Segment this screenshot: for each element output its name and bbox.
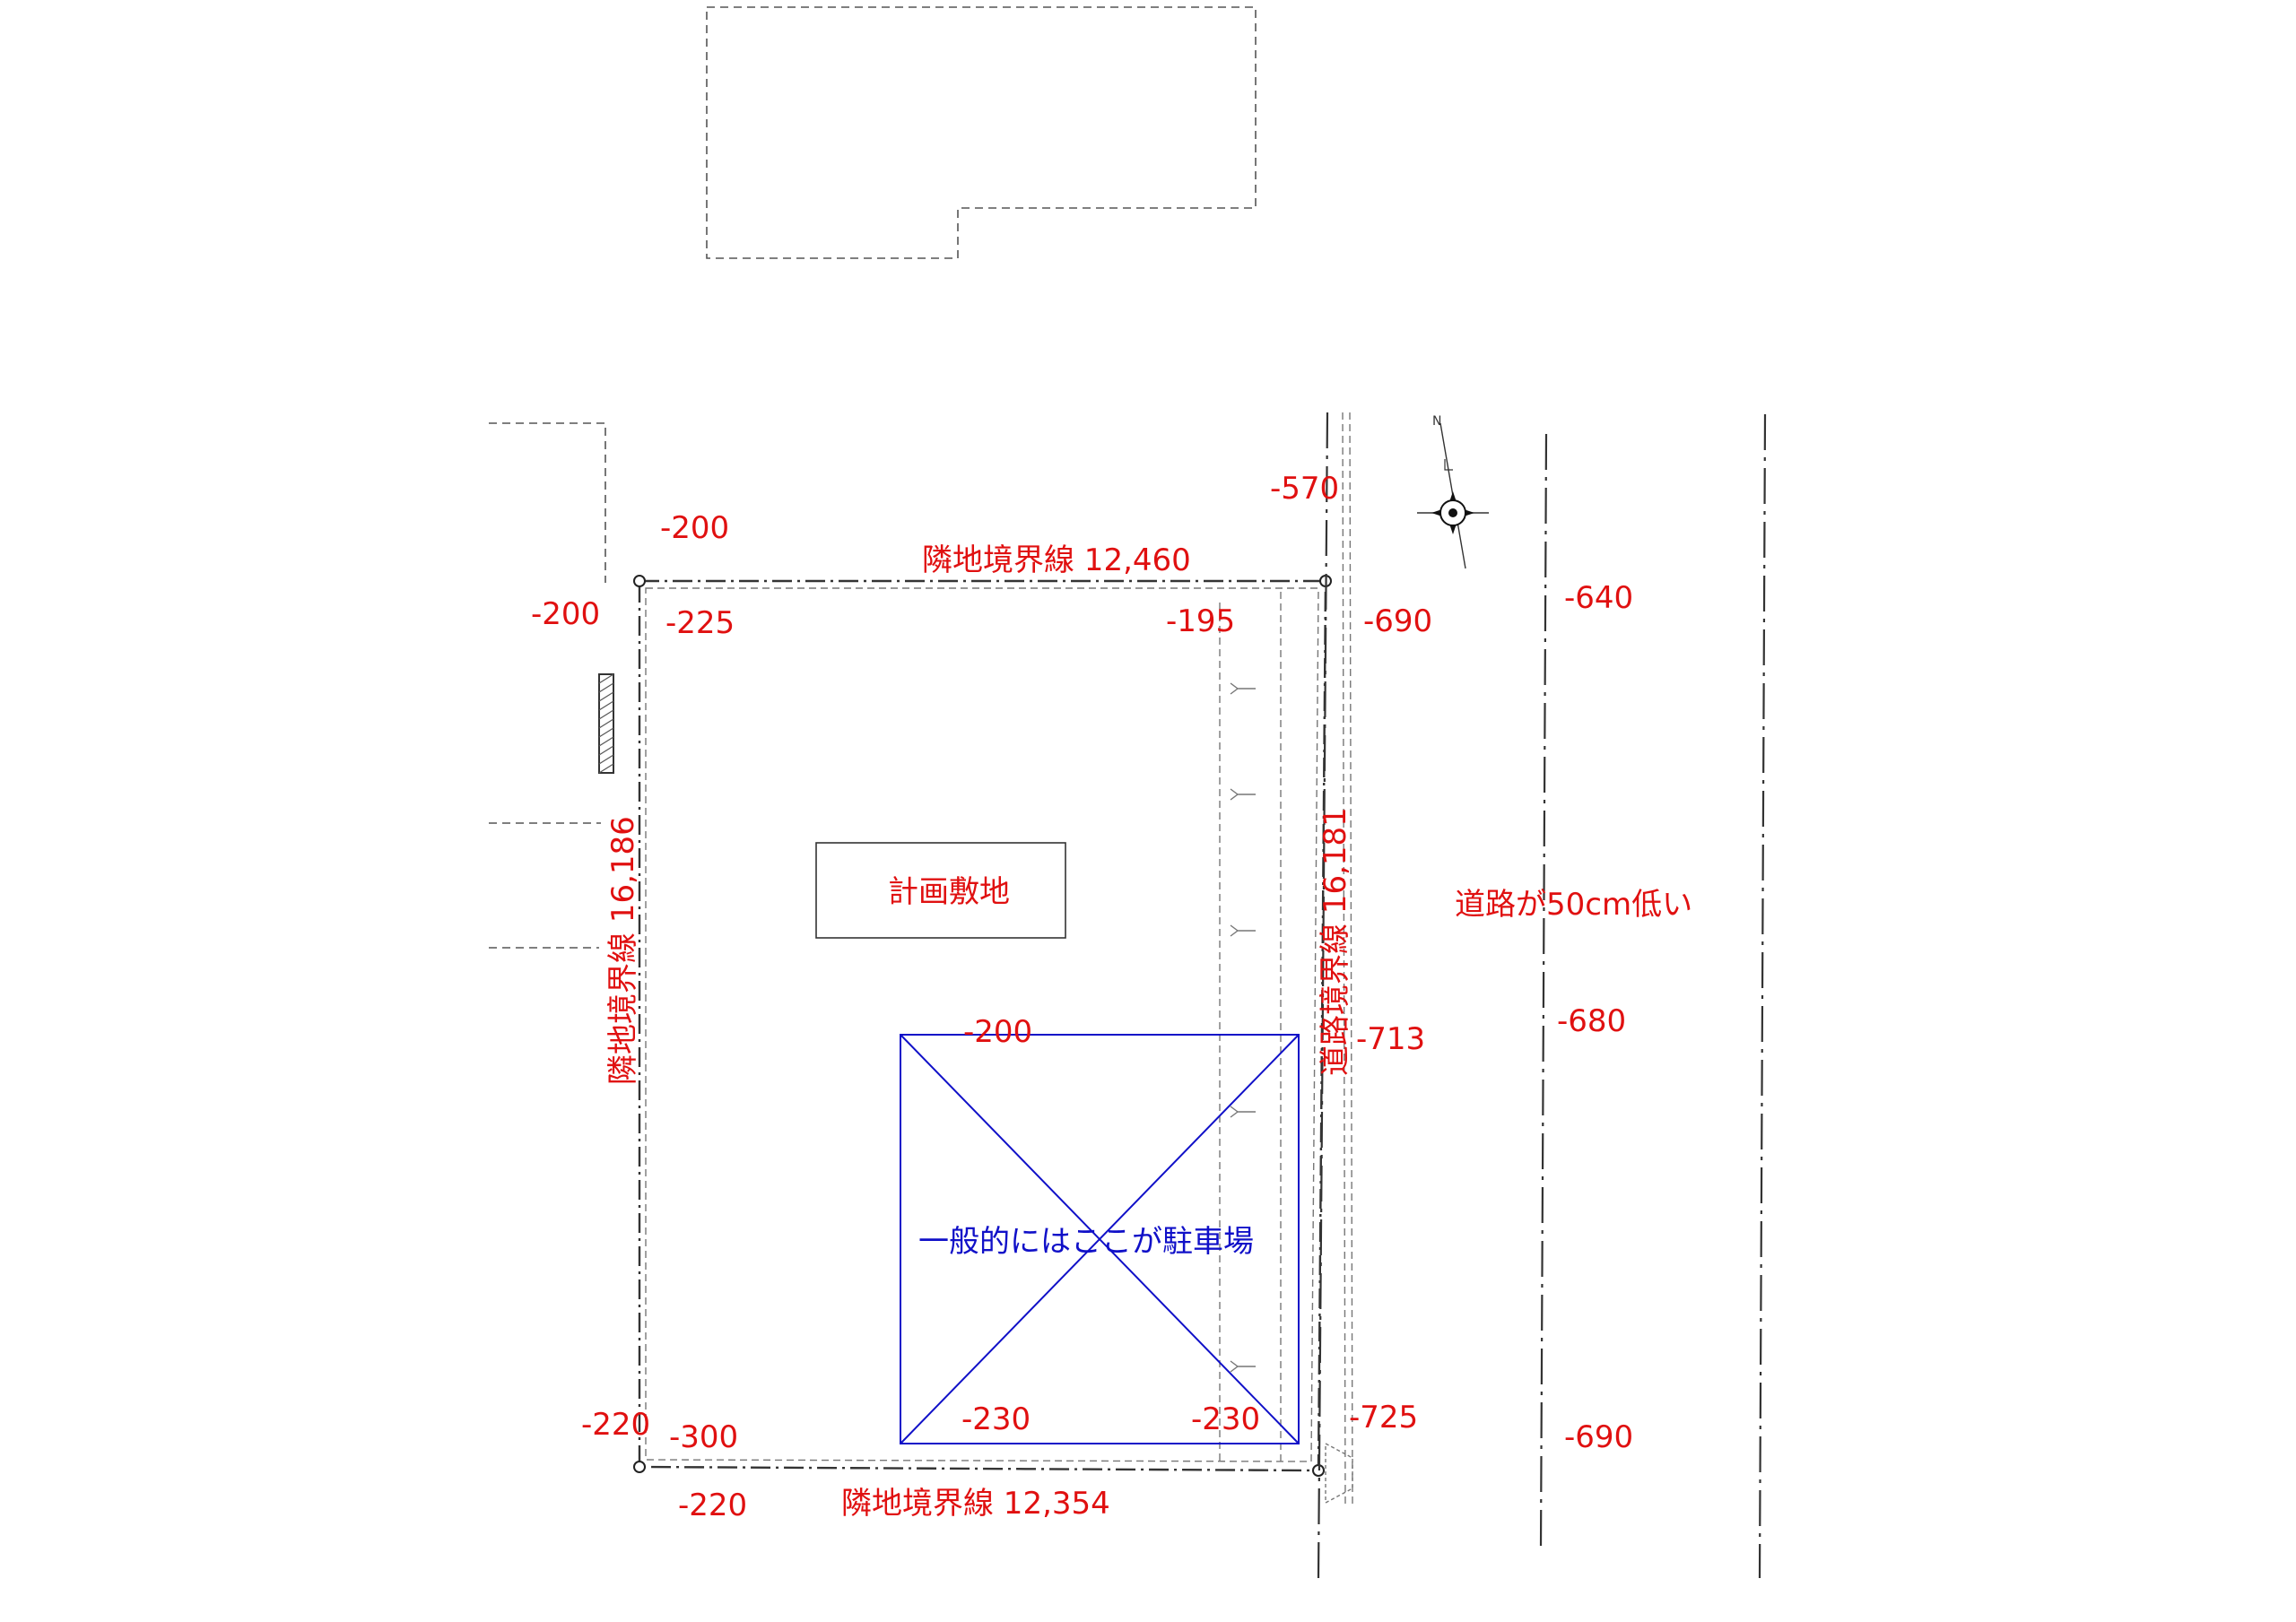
site-boundary-inner bbox=[645, 587, 1319, 1462]
elevation-label: -570 bbox=[1270, 471, 1339, 507]
corner-marker-icon bbox=[633, 1461, 646, 1473]
neighbor-building-outline bbox=[706, 6, 1257, 259]
elevation-label: -690 bbox=[1363, 603, 1432, 639]
elevation-label: -680 bbox=[1557, 1003, 1626, 1039]
elevation-label: -640 bbox=[1564, 580, 1633, 616]
road-side-line-b bbox=[1349, 412, 1353, 1507]
gate-symbol bbox=[1325, 1443, 1353, 1505]
elevation-label: -200 bbox=[660, 510, 729, 546]
elevation-label: -200 bbox=[531, 596, 600, 632]
left-hatched-lines bbox=[598, 673, 614, 774]
left-hatched-element bbox=[598, 673, 614, 774]
boundary-label-right: 道路境界線 16,181 bbox=[1318, 807, 1353, 1076]
elevation-label: -225 bbox=[665, 605, 735, 641]
road-boundary-line bbox=[1317, 412, 1329, 1579]
compass-icon bbox=[1417, 422, 1489, 569]
road-side-line-a bbox=[1342, 412, 1346, 1507]
elevation-label: -200 bbox=[963, 1014, 1032, 1050]
boundary-label-top: 隣地境界線 12,460 bbox=[922, 542, 1191, 578]
boundary-label-left: 隣地境界線 16,186 bbox=[605, 816, 641, 1085]
inner-strip-outline bbox=[1219, 592, 1282, 1463]
road-note: 道路が50cm低い bbox=[1455, 887, 1692, 923]
road-line-far bbox=[1758, 413, 1767, 1579]
elevation-label: -690 bbox=[1564, 1419, 1633, 1455]
boundary-label-bottom: 隣地境界線 12,354 bbox=[841, 1486, 1110, 1522]
elevation-label: -713 bbox=[1356, 1021, 1425, 1057]
parking-area bbox=[900, 1034, 1300, 1444]
parking-label: 一般的にはここが駐車場 bbox=[918, 1224, 1254, 1260]
site-label: 計画敷地 bbox=[888, 874, 1010, 910]
corner-marker-icon bbox=[633, 575, 646, 587]
elevation-label: -220 bbox=[678, 1488, 747, 1523]
elevation-label: -230 bbox=[1191, 1401, 1260, 1437]
north-mark: N bbox=[1432, 414, 1441, 429]
plant-markers bbox=[1230, 682, 1256, 1373]
left-neighbor-outline-top bbox=[489, 422, 606, 583]
elevation-label: -725 bbox=[1349, 1400, 1418, 1436]
elevation-label: -195 bbox=[1166, 603, 1235, 639]
elevation-label: -220 bbox=[581, 1407, 650, 1443]
site-label-box bbox=[815, 842, 1066, 939]
elevation-label: -230 bbox=[961, 1401, 1031, 1437]
elevation-label: -300 bbox=[669, 1419, 738, 1455]
road-line-mid bbox=[1539, 433, 1548, 1550]
